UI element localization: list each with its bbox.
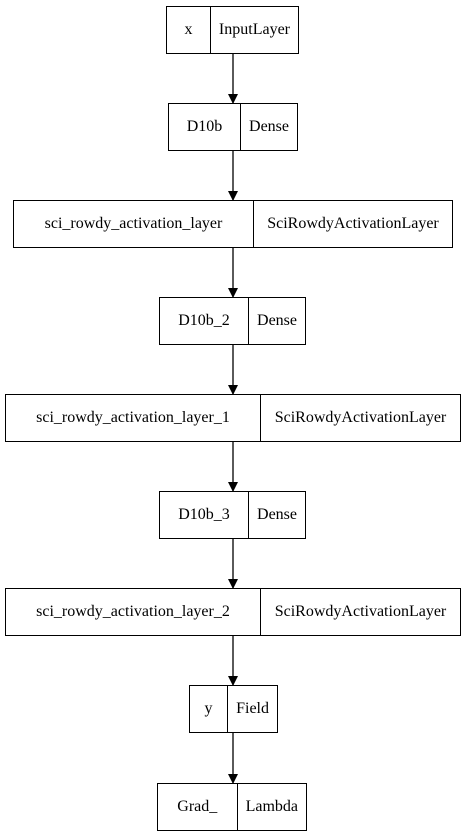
node-name: D10b	[169, 104, 242, 150]
node-name: sci_rowdy_activation_layer_1	[6, 395, 261, 441]
node-name: sci_rowdy_activation_layer_2	[6, 589, 261, 635]
node-field-y: y Field	[189, 685, 278, 733]
node-type: InputLayer	[218, 21, 290, 38]
node-dense-d10b: D10b Dense	[168, 103, 298, 151]
node-type: Field	[236, 700, 269, 717]
node-type: SciRowdyActivationLayer	[267, 215, 439, 232]
node-dense-d10b-3: D10b_3 Dense	[159, 491, 306, 539]
node-type: Dense	[257, 312, 297, 329]
node-type: SciRowdyActivationLayer	[274, 409, 447, 426]
node-name: y	[190, 686, 229, 732]
node-sci-rowdy-activation-layer: sci_rowdy_activation_layer SciRowdyActiv…	[13, 200, 453, 248]
node-name: sci_rowdy_activation_layer	[14, 201, 254, 247]
node-name: x	[167, 7, 211, 53]
node-type: SciRowdyActivationLayer	[274, 603, 447, 620]
node-lambda-grad: Grad_ Lambda	[157, 783, 307, 831]
node-sci-rowdy-activation-layer-2: sci_rowdy_activation_layer_2 SciRowdyAct…	[5, 588, 461, 636]
node-type: Dense	[257, 506, 297, 523]
node-input-x: x InputLayer	[166, 6, 299, 54]
node-type: Dense	[249, 118, 289, 135]
node-dense-d10b-2: D10b_2 Dense	[159, 297, 306, 345]
node-type: Lambda	[245, 798, 298, 815]
node-sci-rowdy-activation-layer-1: sci_rowdy_activation_layer_1 SciRowdyAct…	[5, 394, 461, 442]
node-name: Grad_	[158, 784, 238, 830]
node-name: D10b_3	[160, 492, 250, 538]
node-name: D10b_2	[160, 298, 250, 344]
